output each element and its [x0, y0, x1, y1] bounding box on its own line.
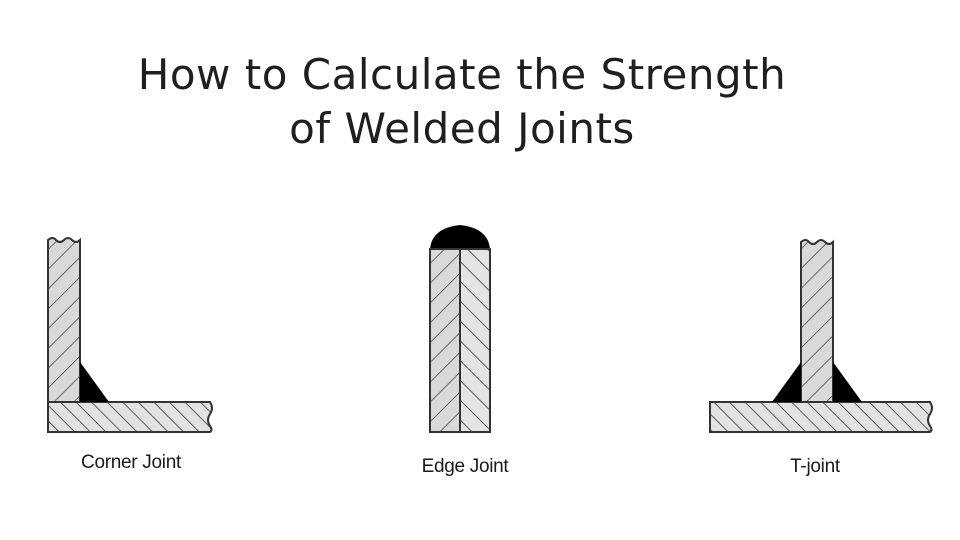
edge-left-plate: [429, 248, 461, 433]
corner-vertical-plate: [47, 237, 81, 403]
corner-joint-label: Corner Joint: [81, 452, 181, 473]
title-line-2: of Welded Joints: [289, 104, 635, 153]
corner-joint-figure: [47, 237, 213, 433]
t-joint-figure: [709, 239, 933, 433]
edge-weld-bead: [430, 225, 490, 249]
edge-right-plate: [459, 248, 491, 433]
page-title: How to Calculate the Strength of Welded …: [0, 48, 924, 156]
t-joint-label: T-joint: [790, 456, 840, 477]
edge-joint-figure: [429, 225, 491, 433]
t-left-weld: [772, 362, 801, 402]
title-line-1: How to Calculate the Strength: [137, 50, 787, 99]
corner-horizontal-plate: [47, 401, 213, 433]
corner-weld: [80, 362, 109, 402]
t-vertical-plate: [800, 239, 834, 403]
t-horizontal-plate: [709, 401, 933, 433]
t-right-weld: [833, 362, 862, 402]
edge-joint-label: Edge Joint: [421, 456, 509, 477]
